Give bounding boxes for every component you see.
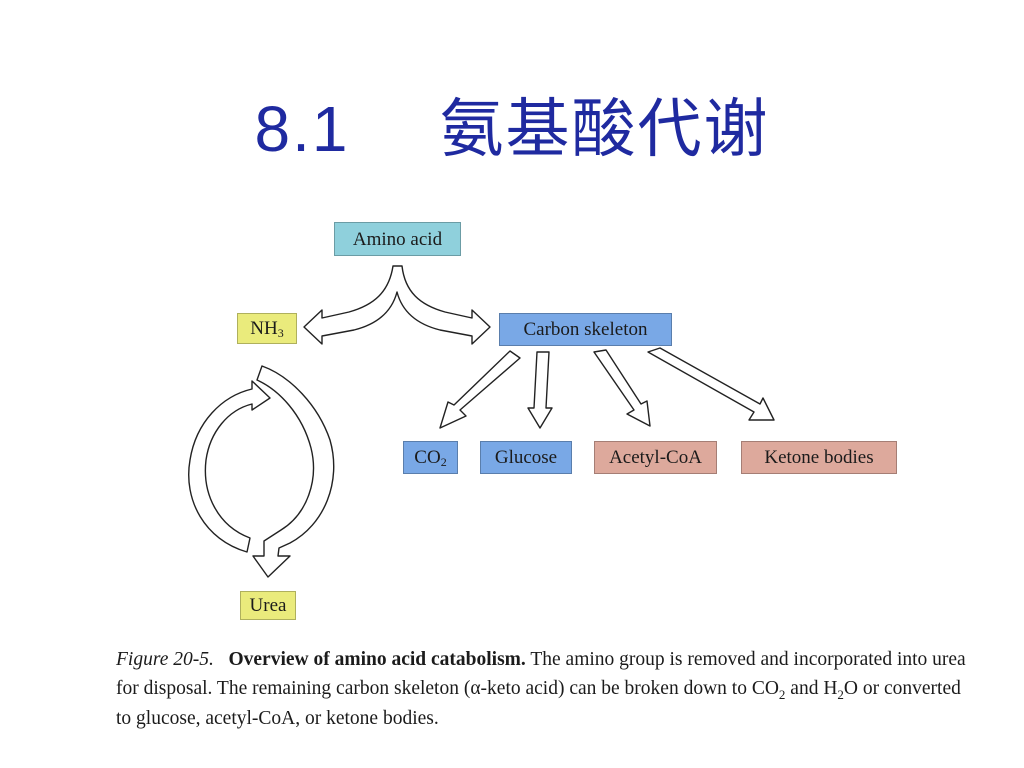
carbon-skeleton-label: Carbon skeleton bbox=[523, 319, 648, 340]
carbon-skeleton-box: Carbon skeleton bbox=[499, 313, 672, 346]
nh3-label: NH bbox=[250, 318, 278, 339]
caption-text-2: and H bbox=[790, 678, 838, 699]
amino-acid-box: Amino acid bbox=[334, 222, 461, 256]
co2-subscript: 2 bbox=[440, 454, 447, 469]
co2-label: CO bbox=[414, 447, 441, 468]
title-number: 8.1 bbox=[254, 93, 350, 165]
split-arrow bbox=[303, 265, 491, 345]
ketone-bodies-box: Ketone bodies bbox=[741, 441, 897, 474]
urea-box: Urea bbox=[240, 591, 296, 620]
arrow-to-acetyl bbox=[593, 349, 651, 427]
arrow-to-co2 bbox=[439, 350, 521, 429]
arrow-to-ketone bbox=[647, 347, 775, 421]
urea-cycle-return bbox=[188, 380, 271, 553]
urea-label: Urea bbox=[249, 595, 287, 616]
urea-cycle-arrow bbox=[252, 365, 335, 578]
figure-label: Figure 20-5. bbox=[116, 649, 214, 670]
nh3-subscript: 3 bbox=[277, 325, 284, 340]
title-text: 氨基酸代谢 bbox=[439, 93, 770, 165]
slide-title: 8.1 氨基酸代谢 bbox=[0, 78, 1024, 170]
caption-heading: Overview of amino acid catabolism. bbox=[228, 649, 526, 670]
glucose-label: Glucose bbox=[494, 447, 558, 468]
caption-sub-1: 2 bbox=[778, 687, 786, 702]
acetyl-coa-label: Acetyl-CoA bbox=[609, 447, 702, 468]
ketone-bodies-label: Ketone bodies bbox=[764, 447, 874, 468]
figure-caption: Figure 20-5. Overview of amino acid cata… bbox=[116, 645, 966, 733]
amino-acid-label: Amino acid bbox=[352, 228, 443, 250]
caption-text-3: O or converted to glucose, acetyl-CoA, o… bbox=[116, 678, 961, 729]
caption-text-1: The amino group is removed and incorpora… bbox=[116, 649, 966, 699]
caption-sub-2: 2 bbox=[837, 687, 844, 702]
arrow-to-glucose bbox=[527, 351, 553, 429]
acetyl-coa-box: Acetyl-CoA bbox=[594, 441, 717, 474]
glucose-box: Glucose bbox=[480, 441, 572, 474]
